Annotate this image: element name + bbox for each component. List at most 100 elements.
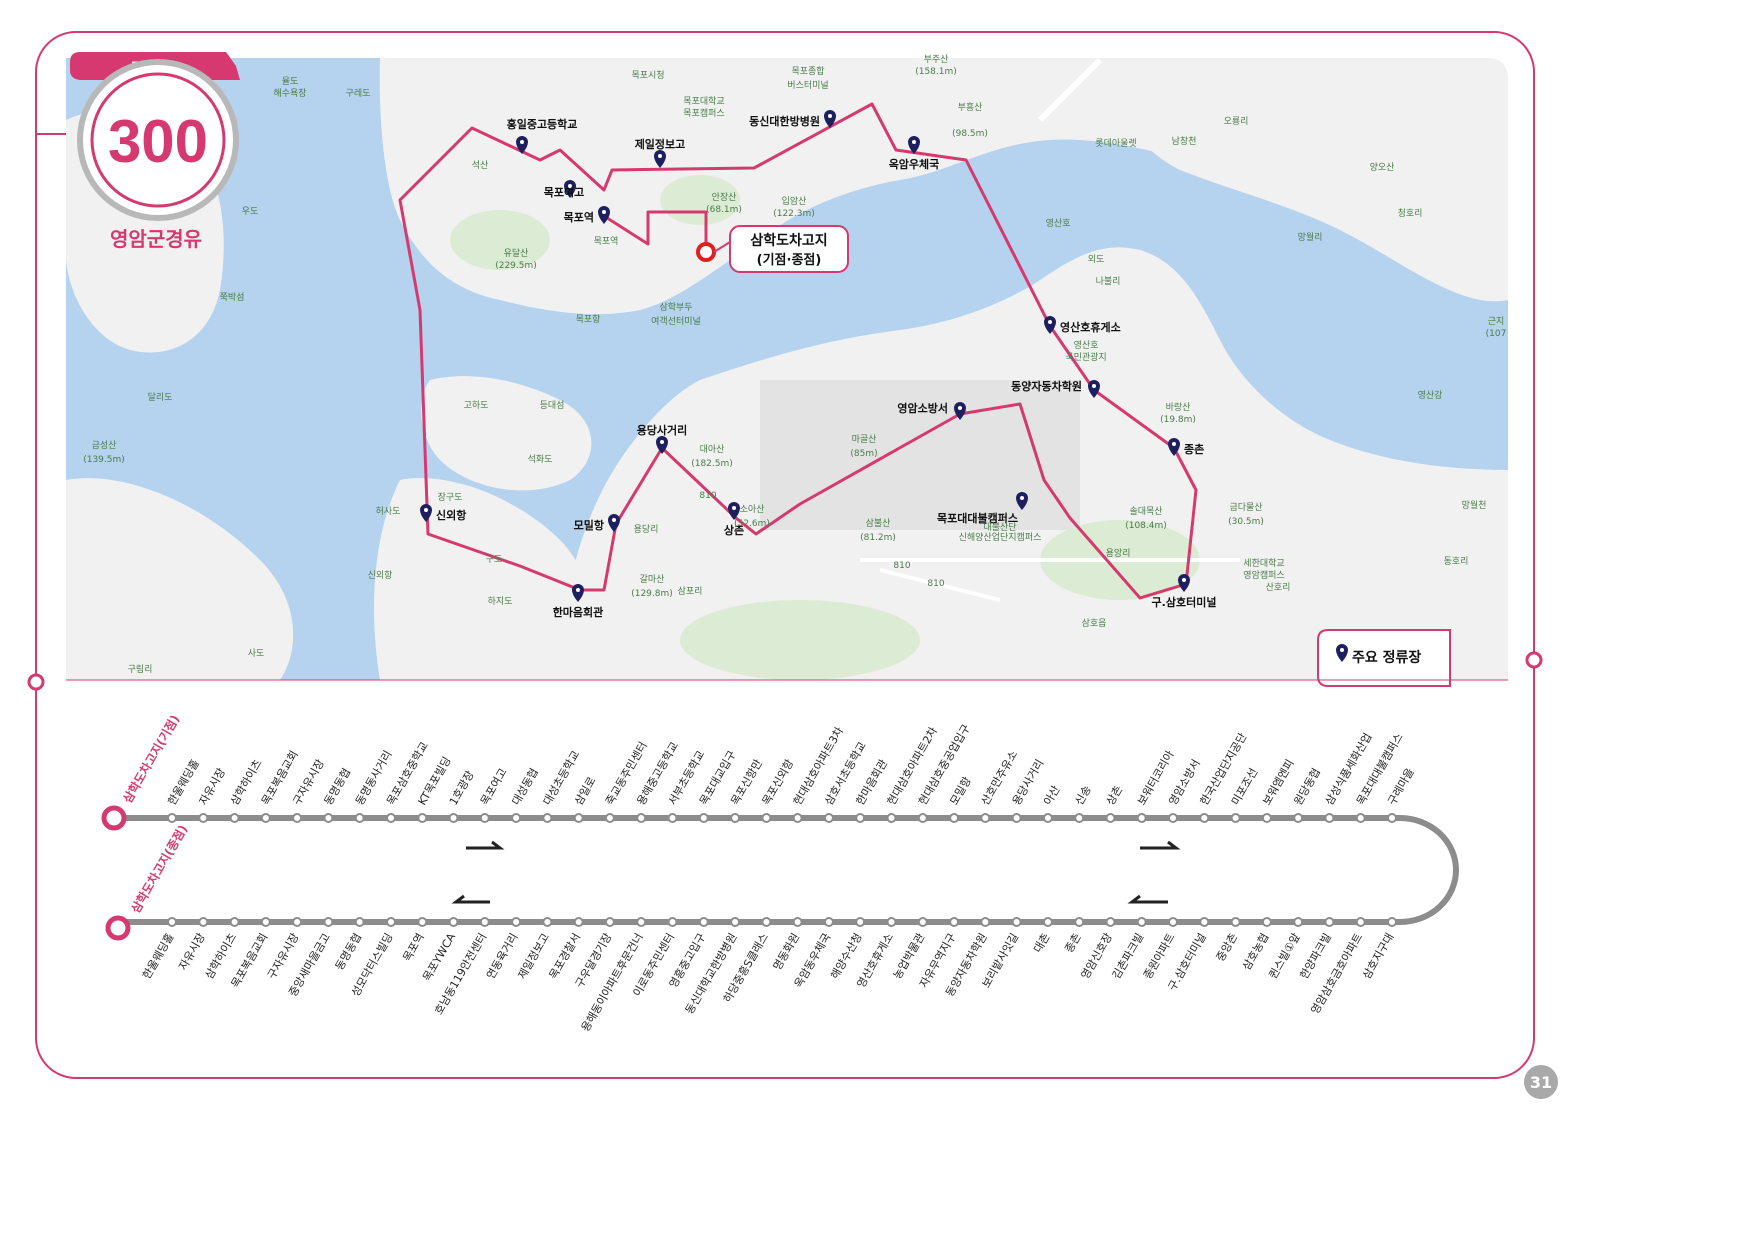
location-pin-icon <box>1178 574 1190 592</box>
route-stop[interactable]: 모밀항 <box>947 775 974 823</box>
map-place-label: 810 <box>893 561 910 571</box>
route-stop[interactable]: 대성초등학교 <box>541 748 583 823</box>
map-stop[interactable]: 동신대한방병원 <box>749 110 836 128</box>
route-stop[interactable]: 목포신외항 <box>760 757 797 823</box>
route-stop[interactable]: 미포조선 <box>1229 766 1261 823</box>
direction-arrow-right-icon <box>466 840 505 850</box>
route-stop[interactable]: 한울웨딩홀 <box>140 917 177 981</box>
map-place-label: (98.5m) <box>952 129 988 139</box>
route-stop[interactable]: 목포여고 <box>478 766 510 823</box>
route-stop[interactable]: 보워터코리아 <box>1135 748 1177 823</box>
map-place-label: (158.1m) <box>915 67 957 77</box>
route-stop[interactable]: 옥암동우체국 <box>792 917 834 990</box>
map-stop[interactable]: 동양자동차학원 <box>1011 379 1100 398</box>
route-stop[interactable]: 자유시장 <box>197 766 229 823</box>
map-stop-label: 옥암우체국 <box>889 157 940 171</box>
map-place-label: 810 <box>699 491 716 501</box>
route-stop[interactable]: 연동육거리 <box>484 917 522 981</box>
route-stop[interactable]: 구.삼호터미널 <box>1166 917 1210 993</box>
map-stop[interactable]: 영산호휴게소 <box>1044 316 1121 334</box>
map-stop[interactable]: 영암소방서 <box>897 401 966 420</box>
route-stop[interactable]: 1호광장 <box>447 769 477 823</box>
route-stop[interactable]: 퀸스빌①앞 <box>1266 917 1304 981</box>
map-stop[interactable]: 구.삼호터미널 <box>1152 574 1217 609</box>
route-stop[interactable]: 삼성식품세화산업 <box>1323 731 1375 823</box>
location-pin-icon <box>908 136 920 154</box>
route-stop[interactable]: 영암신호장 <box>1079 917 1116 981</box>
route-stop[interactable]: KT목포빌딩 <box>416 755 454 823</box>
route-stop[interactable]: 목포신항만 <box>728 757 765 823</box>
route-map[interactable]: BUS 300 영암군경유 삼학도차고지 (기점·종점) 홍일중고등학교제일정보… <box>66 52 1508 687</box>
route-stop[interactable]: 산호만주유소 <box>979 748 1021 823</box>
route-stop[interactable]: 삼일로 <box>571 774 598 823</box>
map-stop-label: 한마음회관 <box>553 605 604 619</box>
route-stop[interactable]: 목포삼호중학교 <box>384 740 431 823</box>
route-stop[interactable]: 보워엠엔피 <box>1260 757 1297 823</box>
stop-dot <box>1355 813 1366 823</box>
route-stop[interactable]: 명동화원 <box>771 917 803 973</box>
stop-label: 종촌 <box>1062 931 1083 955</box>
map-stop[interactable]: 옥암우체국 <box>889 136 940 171</box>
route-stop[interactable]: 영암삼호금호아파트 <box>1308 917 1366 1016</box>
route-stop[interactable]: 한양파크빌 <box>1297 917 1335 981</box>
route-stop[interactable]: 구례마을 <box>1385 766 1417 823</box>
route-stop[interactable]: 동명동사거리 <box>353 748 395 823</box>
route-stop[interactable]: 보리밭사잇길 <box>980 917 1022 990</box>
route-stop[interactable]: 구자유시장 <box>290 757 327 823</box>
map-stop[interactable]: 종촌 <box>1168 438 1204 456</box>
stop-dot <box>479 813 490 823</box>
map-stop[interactable]: 신외항 <box>420 504 466 522</box>
route-stop[interactable]: 삼학하이츠 <box>202 917 240 981</box>
map-stop[interactable]: 제일정보고 <box>635 137 686 168</box>
map-place-label: 오룡리 <box>1224 116 1249 127</box>
route-stop[interactable]: 중앙새마을금고 <box>286 917 334 999</box>
map-stop[interactable]: 상촌 <box>724 502 744 537</box>
route-stop[interactable]: 목포복음교회 <box>229 917 271 990</box>
route-stop[interactable]: 제일정보고 <box>515 917 553 981</box>
depot-marker[interactable]: 삼학도차고지 (기점·종점) <box>696 225 849 273</box>
route-stop[interactable]: 삼호지구대 <box>1360 917 1397 981</box>
route-stop[interactable]: 한마음회관 <box>854 757 891 823</box>
route-stop[interactable]: 동양자동차학원 <box>943 917 991 999</box>
stop-dot <box>1199 813 1210 823</box>
stop-dot <box>386 917 396 927</box>
stop-dot <box>417 813 428 823</box>
route-stop[interactable]: 죽교동주민센터 <box>603 740 650 823</box>
route-stop[interactable]: 한울웨딩홀 <box>165 757 202 823</box>
map-stop[interactable]: 목포역 <box>564 206 610 224</box>
location-pin-icon <box>1168 438 1180 456</box>
route-stop[interactable]: 동명동협 <box>322 766 354 823</box>
route-stop[interactable]: 대성동협 <box>509 766 541 823</box>
route-stop[interactable]: 구자유시장 <box>265 917 303 981</box>
route-stop[interactable]: 삼학하이츠 <box>227 757 265 823</box>
route-stop[interactable]: 삼호농협 <box>1240 917 1272 973</box>
map-place-label: 쭉박섬 <box>220 292 245 303</box>
map-stop[interactable]: 홍일중고등학교 <box>507 117 578 154</box>
map-stop[interactable]: 목포대대불캠퍼스 <box>937 492 1028 525</box>
route-stop[interactable]: 한국산업단지공단 <box>1198 731 1250 823</box>
route-stop[interactable]: 영산호휴게소 <box>854 917 897 990</box>
route-stop[interactable]: 목포경찰서 <box>547 917 584 981</box>
route-stop[interactable]: 종원아파트 <box>1141 917 1178 981</box>
route-stop[interactable]: 용당사거리 <box>1010 757 1047 823</box>
route-stop[interactable]: 농업박물관 <box>891 917 928 981</box>
stop-label: 자유시장 <box>176 931 208 973</box>
route-stop[interactable]: 자유시장 <box>176 917 209 973</box>
map-place-label: 마골산 <box>852 434 877 445</box>
route-stop[interactable]: 영암소방서 <box>1166 757 1203 823</box>
map-stop-label: 목포여고 <box>544 185 584 199</box>
route-stop[interactable]: 원당동협 <box>1292 766 1324 823</box>
route-stop[interactable]: 동명동협 <box>333 917 365 973</box>
route-stop[interactable]: 호남동119안전센터 <box>432 917 490 1017</box>
map-stop[interactable]: 한마음회관 <box>553 584 604 619</box>
map-stop[interactable]: 모밀항 <box>574 514 620 532</box>
map-stop[interactable]: 목포여고 <box>544 180 584 199</box>
route-stop[interactable]: 해양수산청 <box>827 917 866 981</box>
route-stop[interactable]: 이로동주민센터 <box>630 917 678 999</box>
page-frame <box>35 31 1535 1079</box>
location-pin-icon <box>572 584 584 602</box>
route-stop[interactable]: 성모닥터스빌딩 <box>349 917 396 999</box>
map-stop[interactable]: 용당사거리 <box>637 423 688 454</box>
route-stop[interactable]: 목포복음교회 <box>259 748 301 823</box>
route-stop[interactable]: 김촌파크빌 <box>1110 917 1147 981</box>
